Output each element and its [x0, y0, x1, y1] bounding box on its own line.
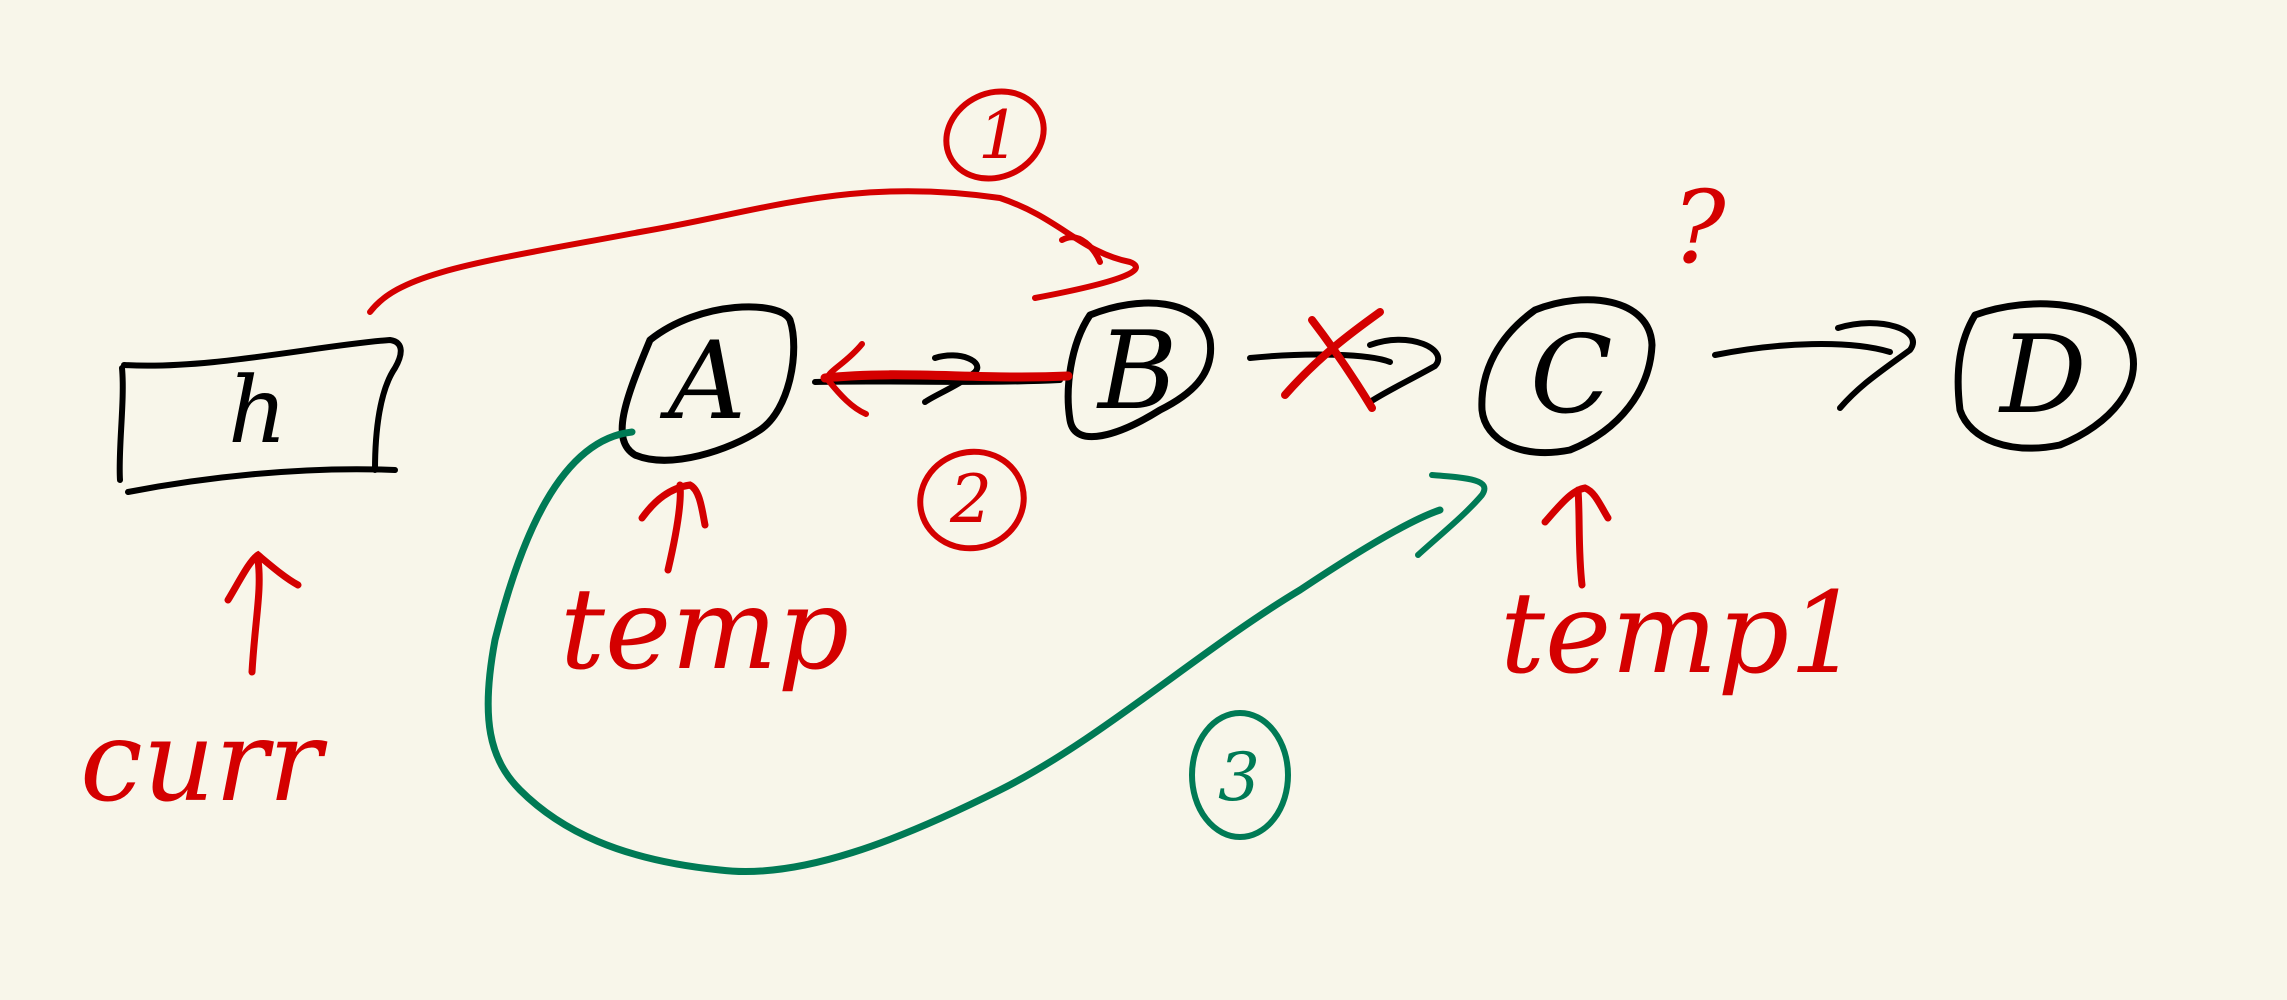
- node-c-label: C: [1530, 313, 1613, 438]
- link-c-to-d-head: [1835, 320, 1916, 411]
- head-label: h: [228, 357, 287, 464]
- svg-text:3: 3: [1218, 739, 1260, 816]
- step3-arrowhead: [1415, 472, 1488, 558]
- node-a: A: [618, 303, 798, 464]
- step1-arrow: [367, 188, 1139, 315]
- step2-label: 2: [917, 448, 1027, 552]
- step2-arrowhead: [824, 341, 869, 417]
- link-b-to-c-head: [1367, 336, 1442, 405]
- curr-label: curr: [80, 697, 328, 827]
- node-b-label: B: [1096, 309, 1177, 434]
- svg-text:2: 2: [949, 461, 992, 538]
- svg-text:1: 1: [978, 97, 1020, 174]
- node-d: D: [1954, 300, 2137, 452]
- curr-arrow: [224, 550, 302, 676]
- cross-out-mark: [1281, 308, 1384, 412]
- step1-arrowhead: [1059, 234, 1103, 265]
- head-box: h: [116, 336, 404, 495]
- question-mark: ?: [1672, 169, 1727, 286]
- link-c-to-d: [1712, 341, 1893, 358]
- step2-arrow: [820, 370, 1073, 383]
- temp-arrow: [638, 481, 709, 574]
- temp1-arrow: [1541, 484, 1612, 589]
- step1-label: 1: [943, 88, 1047, 182]
- temp-label: temp: [560, 565, 849, 695]
- temp1-label: temp1: [1500, 569, 1860, 699]
- node-a-label: A: [659, 319, 746, 444]
- node-d-label: D: [1998, 313, 2087, 438]
- node-b: B: [1064, 299, 1215, 441]
- step3-arrow: [484, 428, 1444, 876]
- node-c: C: [1478, 296, 1656, 457]
- step3-label: 3: [1189, 710, 1291, 840]
